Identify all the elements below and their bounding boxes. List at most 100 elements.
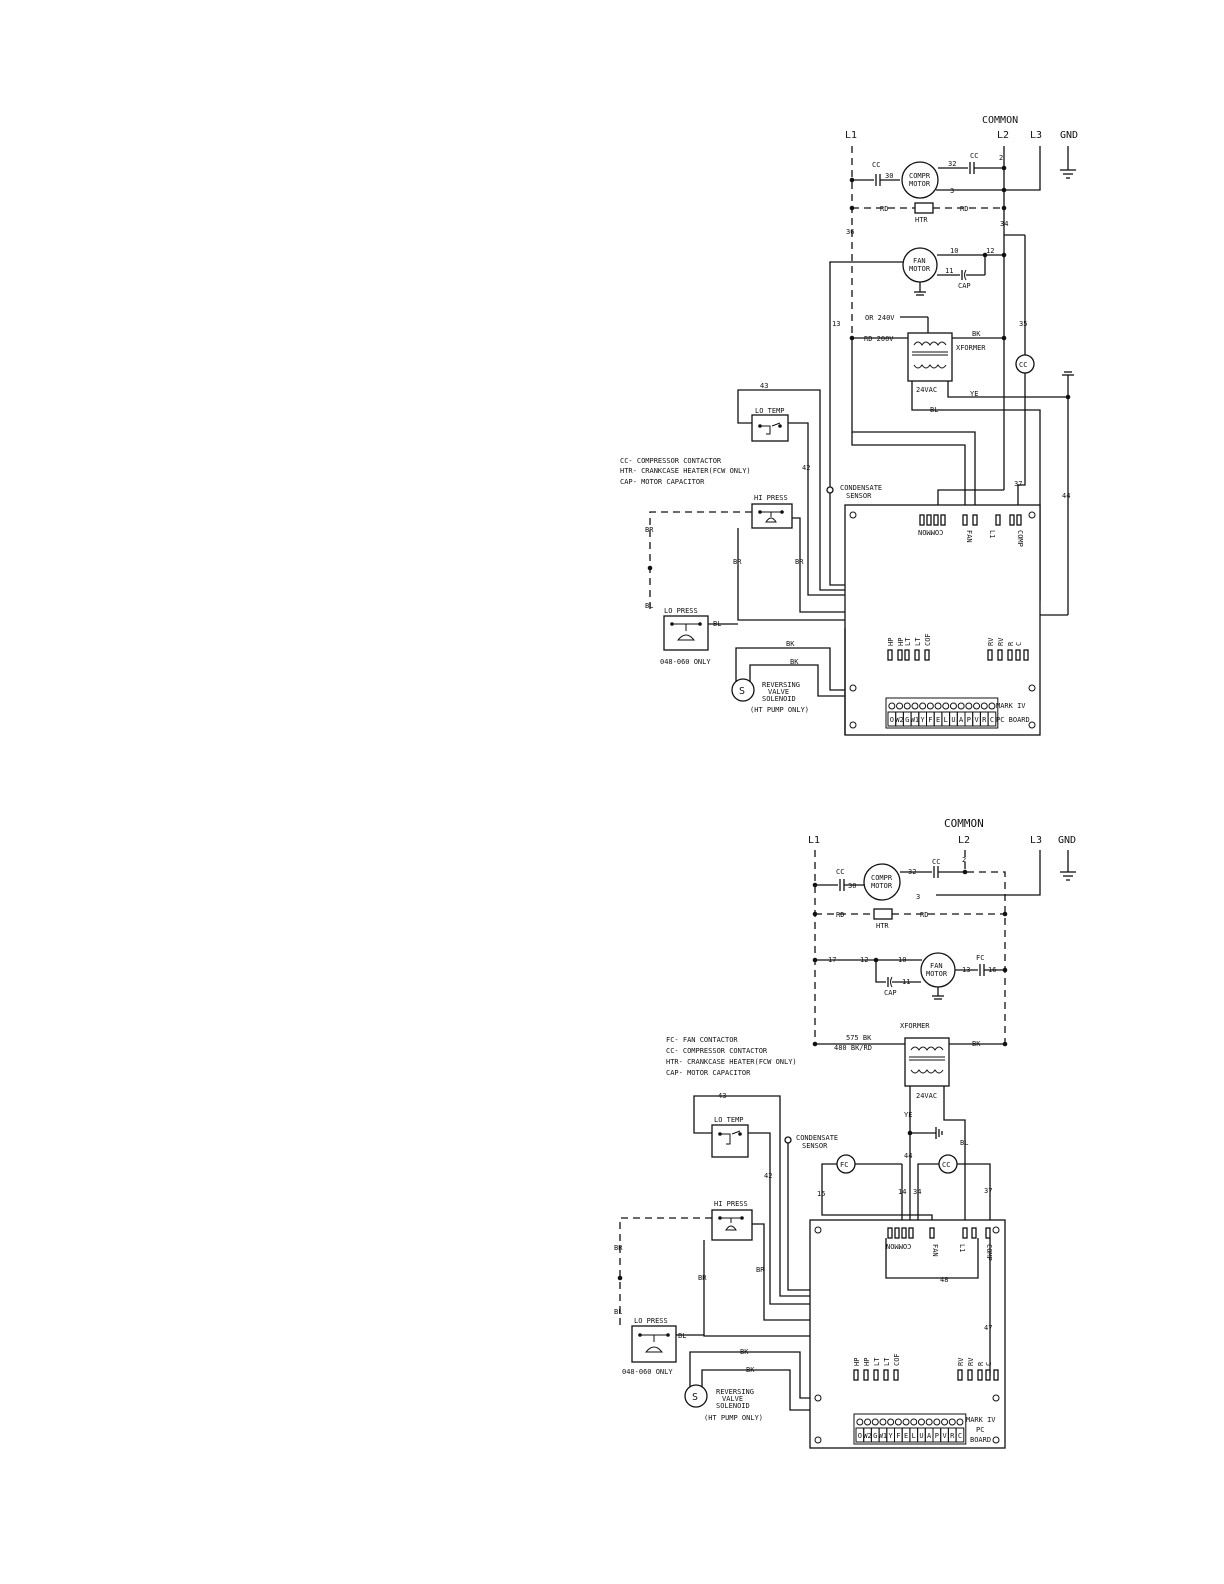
mark-iv-label: MARK IV — [996, 702, 1026, 710]
br-label-d: BR — [756, 1266, 765, 1274]
transformer — [907, 332, 953, 382]
terminal-strip-1-frame — [885, 697, 999, 729]
terminal-strip-1-label-y: Y — [921, 716, 926, 724]
575-bk-label: 575 BK — [846, 1034, 872, 1042]
solenoid-s-label: S — [739, 686, 745, 697]
terminal-strip-2-screw — [941, 1418, 949, 1426]
480-bkrd-label: 480 BK/RD — [834, 1044, 872, 1052]
048-060-only-label-2: 048-060 ONLY — [622, 1368, 673, 1376]
gnd-label: GND — [1060, 130, 1078, 141]
cc-coil-label-2: CC — [942, 1161, 950, 1169]
terminal-strip-1-label-v: V — [974, 716, 979, 724]
wire-42-label-2: 42 — [764, 1172, 772, 1180]
l1-label: L1 — [845, 130, 857, 141]
terminal-hp-label-2: HP — [897, 638, 905, 646]
hi-press-switch-2 — [711, 1209, 753, 1241]
terminal-strip-2-screw — [879, 1418, 887, 1426]
terminal-strip-2-label-u: U — [919, 1432, 923, 1440]
terminal-c-label: C — [1015, 642, 1023, 646]
fc-coil-label: FC — [840, 1161, 848, 1169]
terminal-hp-label-3: HP — [853, 1358, 861, 1366]
lo-temp-label-2: LO TEMP — [714, 1116, 744, 1124]
terminal-comp-label-2: COMP — [985, 1244, 993, 1261]
terminal-strip-1-label-e: E — [936, 716, 940, 724]
terminal-l1-label: L1 — [988, 530, 996, 538]
terminal-strip-1-cell — [987, 711, 997, 727]
reversing-valve-solenoid — [731, 678, 755, 702]
l1-to-board — [851, 340, 976, 515]
terminal-strip-1-label-r: R — [982, 716, 987, 724]
wire-35-label: 35 — [1019, 320, 1027, 328]
legend-cc-2: CC- COMPRESSOR CONTACTOR — [666, 1047, 768, 1055]
wire-44-label-2: 44 — [904, 1152, 912, 1160]
terminal-strip-2-frame — [853, 1413, 967, 1445]
terminal-strip-2-label-v: V — [942, 1432, 947, 1440]
terminal-strip-1-label-a: A — [959, 716, 964, 724]
l3-label-2: L3 — [1030, 835, 1042, 846]
ye-label-2: YE — [904, 1111, 912, 1119]
terminal-strip-1-screw — [973, 702, 981, 710]
terminal-strip-2-screw — [948, 1418, 956, 1426]
valve-label: VALVE — [768, 688, 789, 696]
terminal-r-label: R — [1007, 641, 1015, 646]
bk-label-b: BK — [972, 1040, 981, 1048]
wire-10-label: 10 — [950, 247, 958, 255]
br-label: BR — [645, 526, 654, 534]
l2-label: L2 — [997, 130, 1009, 141]
fan-motor-label: MOTOR — [909, 265, 931, 273]
terminal-strip-2-label-e: E — [904, 1432, 908, 1440]
terminal-strip-2-screw — [917, 1418, 925, 1426]
terminal-rv-label-1: RV — [987, 637, 995, 646]
terminal-lt-label-1: LT — [904, 637, 912, 646]
legend-cap-2: CAP- MOTOR CAPACITOR — [666, 1069, 751, 1077]
terminal-strip-2-label-w2: W2 — [863, 1432, 871, 1440]
fan-motor-label-2: MOTOR — [926, 970, 948, 978]
terminal-strip-1-screw — [903, 702, 911, 710]
rd-label-b: RD — [836, 911, 844, 919]
l2-bus-2 — [964, 850, 1006, 1045]
terminal-fan-label: FAN — [965, 530, 973, 543]
terminal-strip-2-screw — [864, 1418, 872, 1426]
terminal-strip-1-screw — [934, 702, 942, 710]
common-label-2: COMMON — [944, 817, 984, 830]
l3-wire — [1004, 146, 1041, 191]
sensor-label-2: SENSOR — [802, 1142, 828, 1150]
legend-cc: CC- COMPRESSOR CONTACTOR — [620, 457, 722, 465]
wire-47-label: 47 — [984, 1324, 992, 1332]
terminal-strip-2-screw — [933, 1418, 941, 1426]
l3-label: L3 — [1030, 130, 1042, 141]
xformer-label-2: XFORMER — [900, 1022, 930, 1030]
wire-11-label-2: 11 — [902, 978, 910, 986]
br-label-b: BR — [614, 1244, 623, 1252]
terminal-strip-1-label-o: O — [890, 716, 894, 724]
common-label: COMMON — [982, 115, 1018, 126]
wire-36-label: 36 — [846, 228, 854, 236]
wire-3-label: 3 — [950, 187, 954, 195]
24vac-label: 24VAC — [916, 386, 937, 394]
ye-label: YE — [970, 390, 978, 398]
terminal-strip-2-screw — [894, 1418, 902, 1426]
motor-label-2: MOTOR — [871, 882, 893, 890]
cc-label: CC — [872, 161, 880, 169]
hi-press-label: HI PRESS — [754, 494, 788, 502]
lo-press-label: LO PRESS — [664, 607, 698, 615]
terminal-common-label: COMMON — [918, 528, 943, 536]
wire-2-label-2: 2 — [962, 856, 966, 864]
bk-label-2: BK — [786, 640, 795, 648]
htr-label-2: HTR — [876, 922, 889, 930]
hi-press-label-2: HI PRESS — [714, 1200, 748, 1208]
reversing-valve-solenoid-2 — [684, 1384, 708, 1408]
bk-label-3: BK — [790, 658, 799, 666]
terminal-strip-1-screw — [888, 702, 896, 710]
br-label-c: BR — [698, 1274, 707, 1282]
terminal-strip-1-label-w1: W1 — [911, 716, 919, 724]
solenoid-s-label-2: S — [692, 1392, 698, 1403]
lo-temp-label: LO TEMP — [755, 407, 785, 415]
condensate-sensor — [826, 486, 834, 494]
terminal-strip-2-label-g: G — [873, 1432, 877, 1440]
compr-label: COMPR — [909, 172, 931, 180]
rd-label-c: RD — [920, 911, 928, 919]
board-label-2: BOARD — [970, 1436, 991, 1444]
